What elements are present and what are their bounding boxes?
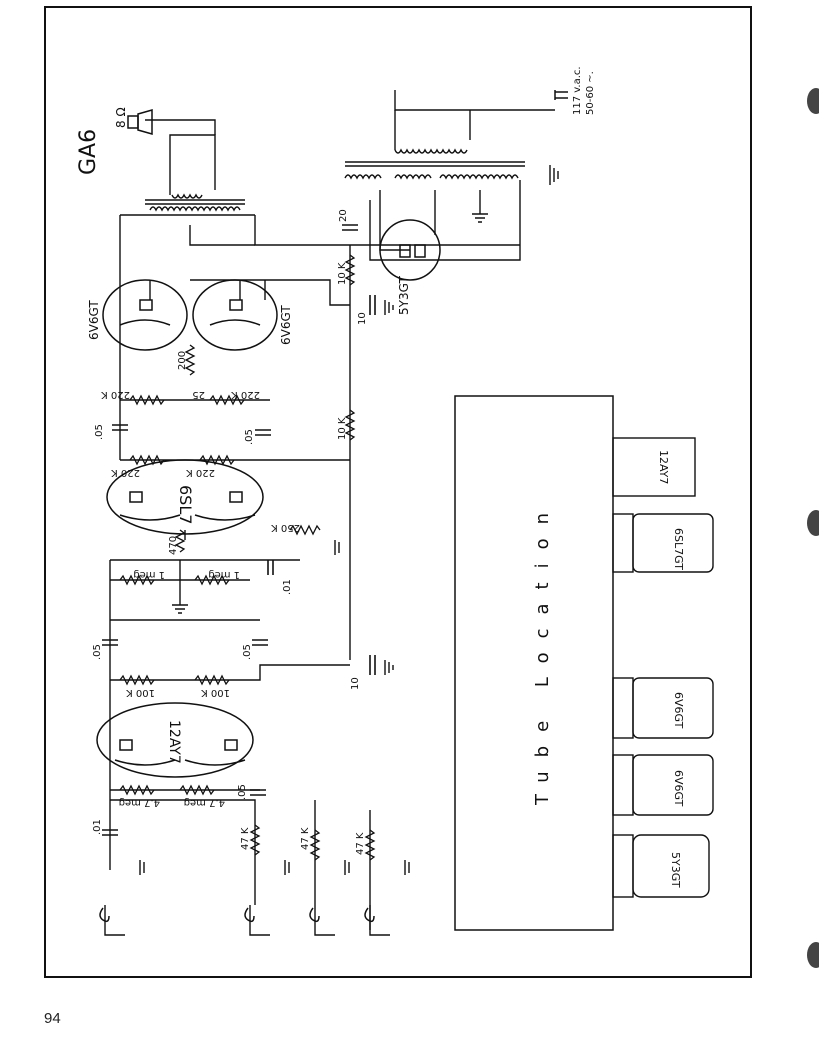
power-plug-icon <box>554 90 568 100</box>
socket-12ay7 <box>612 437 696 497</box>
binder-hole-bottom <box>807 942 819 968</box>
socket-label-12ay7: 12AY7 <box>657 450 670 484</box>
label-r-plate-pre-1: 100 K <box>126 687 155 698</box>
label-c-tone: .01 <box>282 579 293 595</box>
label-r-grid-pi-2: 1 meg <box>208 569 240 580</box>
output-transformer <box>145 193 245 212</box>
speaker-impedance-label: 8 Ω <box>114 107 128 128</box>
tube-label-6sl7: 6SL7 <box>176 485 195 524</box>
label-r-drop-1: 10 K <box>337 262 348 285</box>
label-r-drop-2: 10 K <box>337 417 348 440</box>
label-c-cathode-pre: .05 <box>237 784 248 800</box>
tube-12ay7 <box>96 702 254 778</box>
tube-5y3gt <box>379 219 441 281</box>
tube-location-title: Tube Location <box>532 499 553 806</box>
socket-label-6v6gt-a: 6V6GT <box>672 692 685 729</box>
model-label: GA6 <box>76 129 101 175</box>
label-c-couple-2: .05 <box>244 429 255 445</box>
socket-6v6gt-b <box>632 754 714 816</box>
tube-label-6v6gt-b: 6V6GT <box>279 305 293 345</box>
label-c-filter-3: 10 <box>350 677 361 690</box>
socket-label-6v6gt-b: 6V6GT <box>672 770 685 807</box>
label-r-input-3: 47 K <box>355 832 366 855</box>
tube-label-12ay7: 12AY7 <box>166 720 182 764</box>
label-c-filter-2: 10 <box>357 312 368 325</box>
label-c-couple-4: .05 <box>242 644 253 660</box>
socket-6sl7gt <box>632 513 714 573</box>
label-r-plate-pre-2: 100 K <box>201 687 230 698</box>
power-input-label-1: 117 v.a.c. <box>572 66 583 115</box>
tube-6v6gt-b <box>192 279 278 351</box>
power-transformer <box>344 148 525 180</box>
binder-hole-middle <box>807 510 819 536</box>
socket-5y3gt <box>632 834 710 898</box>
socket-6v6gt-b-base <box>612 754 634 816</box>
label-c-input: .01 <box>92 819 103 835</box>
chassis-outline <box>454 395 614 931</box>
page-number: 94 <box>44 1010 61 1027</box>
label-r-grid-2: 220 K <box>231 389 260 400</box>
capacitors <box>102 224 376 836</box>
label-c-bypass: 25 <box>192 389 205 400</box>
tube-label-5y3gt: 5Y3GT <box>397 276 411 315</box>
page-frame <box>44 6 752 978</box>
socket-6v6gt-a-base <box>612 677 634 739</box>
binder-hole-top <box>807 88 819 114</box>
label-r-grid-pre-2: 4.7 meg <box>184 797 225 808</box>
label-r-input-1: 47 K <box>240 827 251 850</box>
label-r-plate-1: 220 K <box>111 467 140 478</box>
label-r-cathode-out: 200 <box>177 351 188 370</box>
label-r-cathode-pi: 470 <box>168 536 179 555</box>
label-c-couple-1: .05 <box>94 424 105 440</box>
input-jacks <box>99 907 375 923</box>
ground-symbols <box>139 165 559 875</box>
socket-6sl7gt-base <box>612 513 634 573</box>
socket-label-5y3gt: 5Y3GT <box>669 852 682 888</box>
socket-6v6gt-a <box>632 677 714 739</box>
label-r-plate-2: 220 K <box>186 467 215 478</box>
socket-label-6sl7gt: 6SL7GT <box>672 528 685 570</box>
schematic-labels: GA6 8 Ω 117 v.a.c. 50-60 ∼. 5Y3GT 6V6GT … <box>76 66 596 855</box>
speaker-icon <box>127 109 153 135</box>
label-r-grid-pre-1: 4.7 meg <box>119 797 160 808</box>
label-r-grid-1: 220 K <box>101 389 130 400</box>
label-pot-tone: 250 K <box>271 522 300 533</box>
label-c-couple-3: .05 <box>92 644 103 660</box>
tube-6v6gt-a <box>102 279 188 351</box>
tube-label-6v6gt-a: 6V6GT <box>87 300 101 340</box>
tube-6sl7 <box>106 459 264 535</box>
label-r-grid-pi-1: 1 meg <box>133 569 165 580</box>
label-r-input-2: 47 K <box>300 827 311 850</box>
vacuum-tubes <box>96 219 441 778</box>
tube-location-diagram: Tube Location 12AY7 6SL7GT 6V6GT 6V6GT 5… <box>454 395 714 931</box>
socket-5y3gt-base <box>612 834 634 898</box>
schematic-wiring <box>104 90 555 936</box>
resistors <box>119 254 376 861</box>
label-c-filter-1: 20 <box>338 209 349 222</box>
power-input-label-2: 50-60 ∼. <box>585 71 596 115</box>
